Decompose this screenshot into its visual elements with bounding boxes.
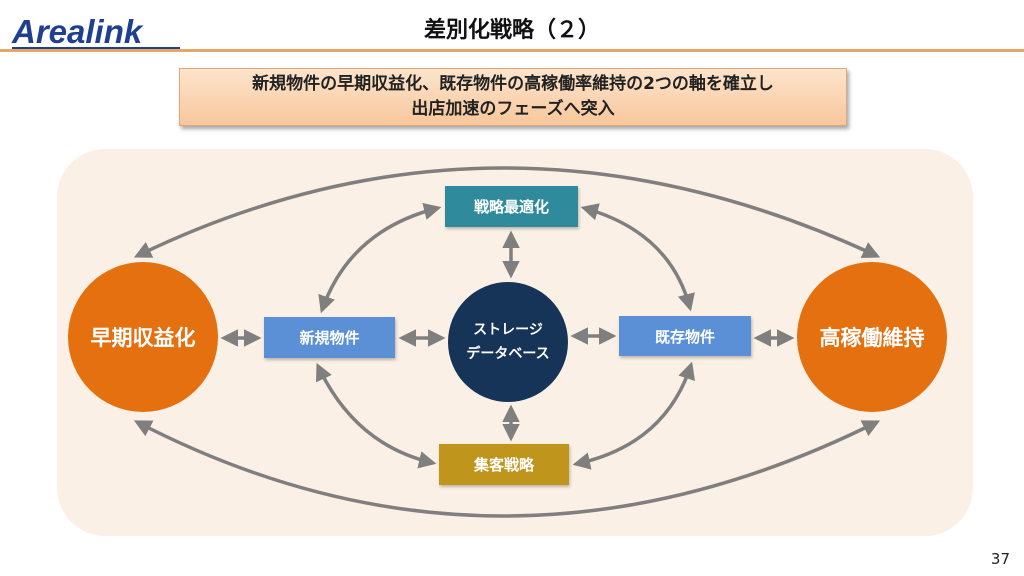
arrow-strategy-to-existing bbox=[580, 203, 695, 312]
arealink-logo: Arealink bbox=[11, 13, 180, 50]
page-title: 差別化戦略（２） bbox=[423, 18, 600, 43]
summary-banner: 新規物件の早期収益化、既存物件の高稼働率維持の2つの軸を確立し 出店加速のフェー… bbox=[179, 68, 847, 126]
arrow-outer-bottom bbox=[133, 420, 881, 518]
storage-database-line-1: ストレージ bbox=[473, 322, 543, 338]
existing-property-box: 既存物件 bbox=[619, 316, 751, 356]
strategy-optimization-box: 戦略最適化 bbox=[445, 186, 578, 227]
arrow-customer-to-existing bbox=[572, 361, 695, 470]
svg-text:Arealink: Arealink bbox=[11, 13, 144, 50]
arrow-new-to-strategy bbox=[318, 202, 442, 314]
storage-database-line-2: データベース bbox=[466, 346, 550, 362]
page-number: 37 bbox=[990, 550, 1010, 568]
high-occupancy-circle: 高稼働維持 bbox=[797, 262, 947, 412]
new-property-box: 新規物件 bbox=[264, 317, 395, 358]
summary-line-1: 新規物件の早期収益化、既存物件の高稼働率維持の2つの軸を確立し bbox=[252, 74, 774, 94]
customer-strategy-box: 集客戦略 bbox=[439, 444, 569, 485]
arrow-outer-top bbox=[133, 166, 881, 259]
summary-line-2: 出店加速のフェーズへ突入 bbox=[411, 99, 615, 119]
arrow-new-to-customer bbox=[316, 362, 437, 469]
header-divider bbox=[0, 49, 1024, 52]
early-profit-circle: 早期収益化 bbox=[68, 262, 218, 412]
storage-database-circle: ストレージ データベース bbox=[448, 282, 568, 402]
